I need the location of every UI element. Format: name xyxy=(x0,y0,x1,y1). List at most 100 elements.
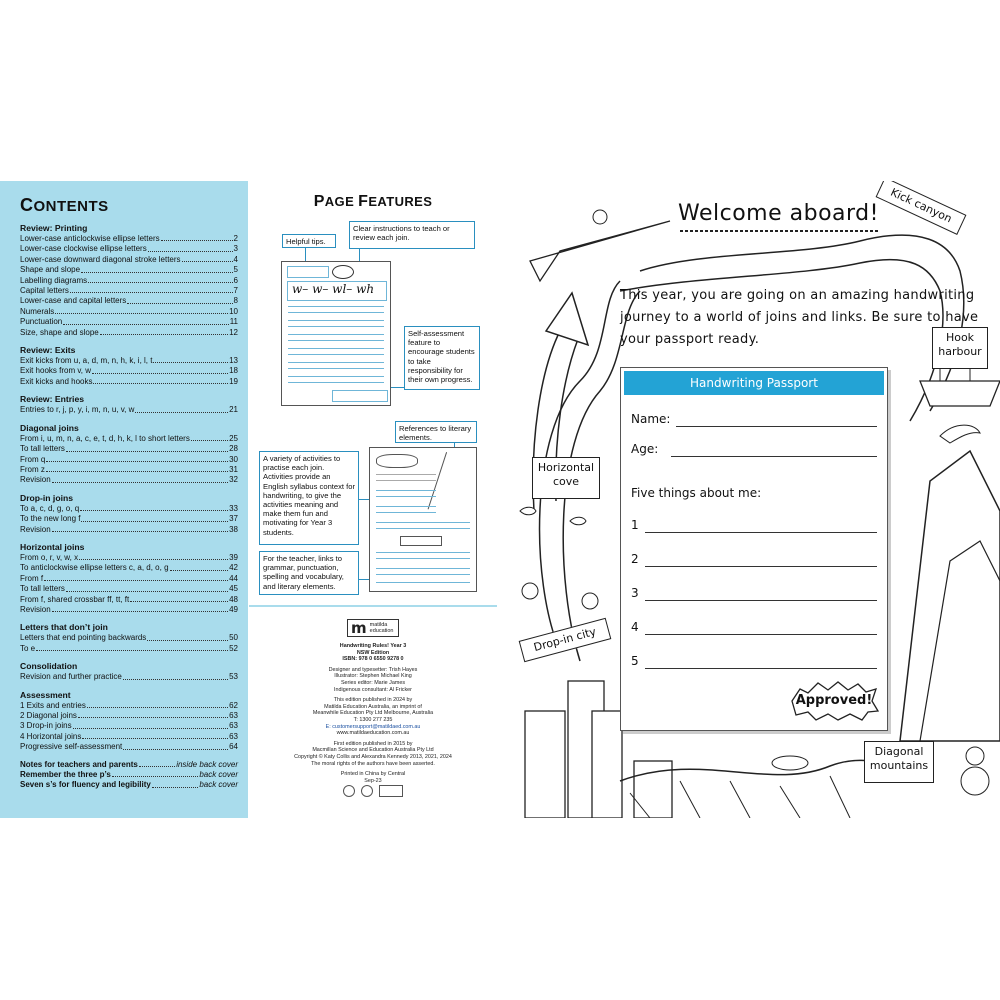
imprint-line: Indigenous consultant: Al Fricker xyxy=(334,686,412,693)
leader-dots xyxy=(63,317,229,325)
sign-text: Diagonal xyxy=(874,745,924,758)
certification-seal-icon xyxy=(361,785,373,797)
contents-entry-label: Lower-case clockwise ellipse letters xyxy=(20,244,147,254)
sign-text: mountains xyxy=(869,759,929,772)
contents-entry-label: Seven s’s for fluency and legibility xyxy=(20,780,151,790)
callout-activities: A variety of activities to practise each… xyxy=(259,451,359,545)
item-field[interactable] xyxy=(645,600,877,601)
contents-entry-label: Progressive self-assessment xyxy=(20,742,123,752)
logo-letter: m xyxy=(351,619,367,637)
join-example-box xyxy=(287,281,387,301)
imprint-line: Meanwhile Education Pty Ltd Melbourne, A… xyxy=(312,710,434,717)
callout-leader xyxy=(359,249,360,263)
contents-entry-page: 38 xyxy=(229,524,238,534)
contents-entry: Exit kicks from u, a, d, m, n, h, k, i, … xyxy=(20,356,238,366)
imprint-line[interactable]: E: customersupport@matildaed.com.au xyxy=(325,723,421,730)
item-field[interactable] xyxy=(645,634,877,635)
section-divider xyxy=(249,605,497,607)
imprint-line: Designer and typesetter: Trish Hayes xyxy=(328,666,418,673)
leader-dots xyxy=(51,605,229,613)
leader-dots xyxy=(55,307,229,315)
item-number: 1 xyxy=(631,518,639,532)
contents-section-title: Review: Printing xyxy=(20,223,88,233)
contents-entry-label: Capital letters xyxy=(20,286,69,296)
contents-entry-label: From z xyxy=(20,464,45,474)
boat-icon xyxy=(919,380,1000,407)
contents-section-title: Drop-in joins xyxy=(20,492,73,503)
contents-section-title: Review: Exits xyxy=(20,345,76,356)
handwriting-passport: Handwriting Passport Name: Age: Five thi… xyxy=(620,367,888,731)
item-number: 3 xyxy=(631,586,639,600)
arrow-up-icon xyxy=(544,291,590,347)
leader-dots xyxy=(99,328,229,336)
certification-seal-icon xyxy=(343,785,355,797)
pilot-icon xyxy=(592,209,608,225)
paper-plane-icon xyxy=(529,220,671,283)
contents-entry-label: Lower-case anticlockwise ellipse letters xyxy=(20,234,160,243)
contents-entry-page: 30 xyxy=(229,454,238,464)
self-assessment-box xyxy=(332,390,388,402)
contents-entry-page: 44 xyxy=(229,573,238,583)
leader-dots xyxy=(147,244,233,252)
item-field[interactable] xyxy=(645,532,877,533)
contents-entry-label: To tall letters xyxy=(20,584,65,594)
name-field[interactable] xyxy=(676,426,877,427)
imprint-line: Sep-23 xyxy=(364,777,382,784)
leader-dots xyxy=(153,356,229,364)
imprint-line: T: 1300 277 235 xyxy=(353,716,393,723)
contents-entry-page: 7 xyxy=(233,286,238,296)
contents-entry: Seven s’s for fluency and legibility back… xyxy=(20,780,238,790)
age-field[interactable] xyxy=(671,456,877,457)
leader-dots xyxy=(79,553,229,561)
item-number: 5 xyxy=(631,654,639,668)
contents-entry-label: 4 Horizontal joins xyxy=(20,731,82,741)
contents-entry-label: 1 Exits and entries xyxy=(20,700,86,710)
sample-page-thumbnail: w– w– wl– wh xyxy=(281,261,391,406)
contents-entry-page: 4 xyxy=(233,254,238,264)
leader-dots xyxy=(135,405,229,413)
leader-dots xyxy=(81,265,233,273)
leader-dots xyxy=(91,366,229,374)
contents-entry-label: To a, c, d, g, o, q xyxy=(20,503,80,513)
item-field[interactable] xyxy=(645,566,877,567)
imprint-line: Matilda Education Australia, an imprint … xyxy=(324,703,422,710)
item-field[interactable] xyxy=(645,668,877,669)
contents-entry-page: 63 xyxy=(229,731,238,741)
contents-entry-page: 10 xyxy=(229,306,238,316)
contents-entry-label: To tall letters xyxy=(20,444,65,454)
imprint-line: This edition published in 2024 by xyxy=(333,697,413,704)
leader-dots xyxy=(130,595,229,602)
contents-entry-page: back cover xyxy=(199,780,238,790)
contents-section-title: Letters that don’t join xyxy=(20,622,108,633)
contents-entry-label: Letters that end pointing backwards xyxy=(20,633,147,643)
contents-entry-page: 42 xyxy=(229,563,238,573)
imprint-line: The moral rights of the authors have bee… xyxy=(311,760,435,767)
contents-entry-label: Exit kicks and hooks xyxy=(20,376,93,386)
contents-entry-label: Notes for teachers and parents xyxy=(20,759,138,769)
callout-teacher: For the teacher, links to grammar, punct… xyxy=(259,551,359,595)
leader-dots xyxy=(81,514,229,522)
sign-diagonal-mountains: Diagonal mountains xyxy=(864,741,934,783)
contents-entry-page: 39 xyxy=(229,552,238,562)
contents-entry-label: Punctuation xyxy=(20,317,63,327)
callout-self-assessment: Self-assessment feature to encourage stu… xyxy=(404,326,480,390)
